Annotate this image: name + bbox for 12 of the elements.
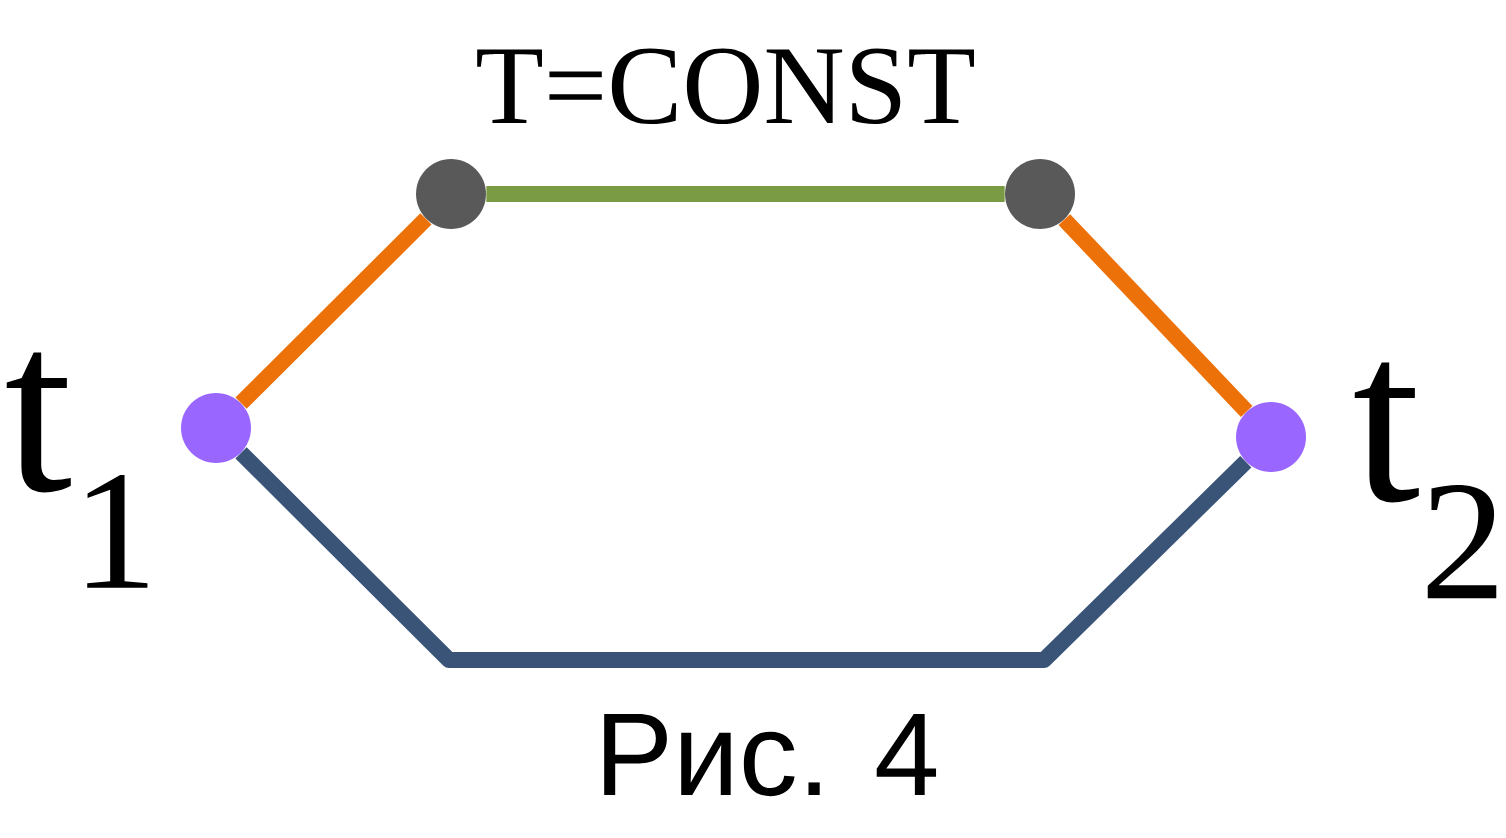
dot <box>416 159 486 229</box>
connector-line <box>235 447 1252 668</box>
connector-line <box>486 186 1005 202</box>
dot <box>181 393 251 463</box>
node-label: t$_{1}$ <box>6 352 148 588</box>
edge-label: T=CONST <box>473 46 978 126</box>
dot <box>1005 159 1075 229</box>
node-label: t$_{2}$ <box>1354 362 1497 599</box>
connector-line <box>235 213 432 409</box>
connector-line <box>1058 214 1253 417</box>
figure-caption: Рис. 4 <box>604 714 937 797</box>
dot <box>1236 402 1306 472</box>
